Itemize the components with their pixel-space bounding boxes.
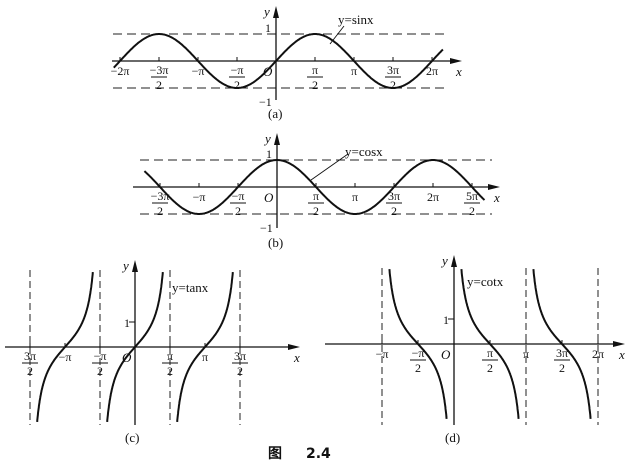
figure-caption-number: 2.4 bbox=[306, 446, 331, 462]
tan-curve bbox=[176, 272, 234, 422]
figure-caption: 图 2.4 bbox=[268, 446, 331, 462]
x-tick-label-numerator: −3π bbox=[151, 189, 170, 203]
panel-caption: (a) bbox=[268, 106, 282, 121]
x-tick-label: π bbox=[202, 350, 208, 364]
cot-curve bbox=[460, 268, 520, 420]
x-tick-label-numerator: −π bbox=[232, 189, 245, 203]
curve-label-leader bbox=[329, 25, 345, 45]
origin-label: O bbox=[264, 190, 274, 205]
x-tick-label: π bbox=[352, 190, 358, 204]
y-axis-arrow-icon bbox=[132, 260, 138, 272]
x-tick-label-numerator: 3π bbox=[24, 349, 36, 363]
x-tick-label-denominator: 2 bbox=[27, 364, 33, 378]
x-axis-arrow-icon bbox=[288, 344, 300, 350]
x-tick-label-numerator: π bbox=[167, 349, 173, 363]
cos-curve-label: y=cosx bbox=[345, 144, 383, 159]
x-axis-arrow-icon bbox=[488, 184, 500, 190]
x-tick-label-denominator: 2 bbox=[391, 204, 397, 218]
x-tick-label-numerator: 3π bbox=[556, 346, 568, 360]
x-tick-label: −π bbox=[59, 350, 72, 364]
panel-caption: (d) bbox=[445, 430, 460, 445]
x-tick-label-denominator: 2 bbox=[469, 204, 475, 218]
x-tick-label: 2π bbox=[592, 347, 604, 361]
x-tick-label-denominator: 2 bbox=[390, 78, 396, 92]
x-tick-label-denominator: 2 bbox=[312, 78, 318, 92]
curve-label-leader bbox=[310, 153, 349, 181]
x-tick-label-numerator: −π bbox=[94, 349, 107, 363]
tan-curve bbox=[36, 272, 94, 422]
x-tick-label-denominator: 2 bbox=[235, 204, 241, 218]
x-tick-label-denominator: 2 bbox=[97, 364, 103, 378]
x-tick-label-denominator: 2 bbox=[157, 204, 163, 218]
x-tick-label: −π bbox=[376, 347, 389, 361]
x-tick-label: −π bbox=[192, 64, 205, 78]
y-tick-label: −1 bbox=[259, 95, 272, 109]
x-axis-arrow-icon bbox=[613, 341, 625, 347]
x-tick-label-denominator: 2 bbox=[156, 78, 162, 92]
y-axis-label: y bbox=[440, 253, 448, 268]
y-tick-label: −1 bbox=[260, 221, 273, 235]
x-tick-label-denominator: 2 bbox=[313, 204, 319, 218]
x-tick-label-denominator: 2 bbox=[559, 361, 565, 375]
y-axis-arrow-icon bbox=[273, 6, 279, 18]
x-tick-label-denominator: 2 bbox=[167, 364, 173, 378]
origin-label: O bbox=[263, 64, 273, 79]
y-axis-arrow-icon bbox=[274, 133, 280, 145]
x-tick-label-numerator: π bbox=[312, 63, 318, 77]
sin-curve-label: y=sinx bbox=[338, 12, 374, 27]
y-tick-label: 1 bbox=[443, 313, 449, 327]
y-axis-label: y bbox=[262, 4, 270, 19]
y-axis-arrow-icon bbox=[451, 255, 457, 267]
x-tick-label-numerator: 5π bbox=[466, 189, 478, 203]
cot-curve-label: y=cotx bbox=[467, 274, 504, 289]
x-axis-arrow-icon bbox=[450, 58, 462, 64]
origin-label: O bbox=[441, 347, 451, 362]
y-axis-label: y bbox=[263, 131, 271, 146]
cot-curve bbox=[532, 268, 592, 420]
x-tick-label-numerator: −3π bbox=[150, 63, 169, 77]
x-tick-label: 2π bbox=[427, 190, 439, 204]
x-tick-label-denominator: 2 bbox=[234, 78, 240, 92]
tan-curve bbox=[106, 272, 164, 422]
x-axis-label: x bbox=[618, 347, 625, 362]
x-tick-label-denominator: 2 bbox=[237, 364, 243, 378]
y-tick-label: 1 bbox=[124, 316, 130, 330]
x-tick-label: −2π bbox=[111, 64, 130, 78]
x-tick-label-numerator: −π bbox=[412, 346, 425, 360]
x-axis-label: x bbox=[293, 350, 300, 365]
figure-caption-prefix: 图 bbox=[268, 446, 282, 462]
panel-caption: (c) bbox=[125, 430, 139, 445]
x-tick-label-numerator: 3π bbox=[388, 189, 400, 203]
x-tick-label-numerator: π bbox=[487, 346, 493, 360]
panel-caption: (b) bbox=[268, 235, 283, 250]
x-tick-label-numerator: 3π bbox=[387, 63, 399, 77]
x-tick-label: 2π bbox=[426, 64, 438, 78]
x-axis-label: x bbox=[493, 190, 500, 205]
x-tick-label: π bbox=[351, 64, 357, 78]
cot-curve bbox=[388, 268, 448, 420]
y-tick-label: 1 bbox=[266, 147, 272, 161]
x-tick-label-denominator: 2 bbox=[415, 361, 421, 375]
curve-labels: y=sinx y=cosx y=tanx y=cotx bbox=[172, 12, 504, 295]
x-tick-label-numerator: π bbox=[313, 189, 319, 203]
x-tick-label: −π bbox=[193, 190, 206, 204]
y-axis-label: y bbox=[121, 258, 129, 273]
x-tick-label-numerator: −π bbox=[231, 63, 244, 77]
x-tick-label-denominator: 2 bbox=[487, 361, 493, 375]
sin-curve bbox=[113, 33, 444, 89]
cos-curve bbox=[143, 159, 486, 215]
x-tick-label-numerator: 3π bbox=[234, 349, 246, 363]
x-axis-label: x bbox=[455, 64, 462, 79]
tan-curve-label: y=tanx bbox=[172, 280, 209, 295]
x-tick-label: π bbox=[523, 347, 529, 361]
y-tick-label: 1 bbox=[265, 21, 271, 35]
